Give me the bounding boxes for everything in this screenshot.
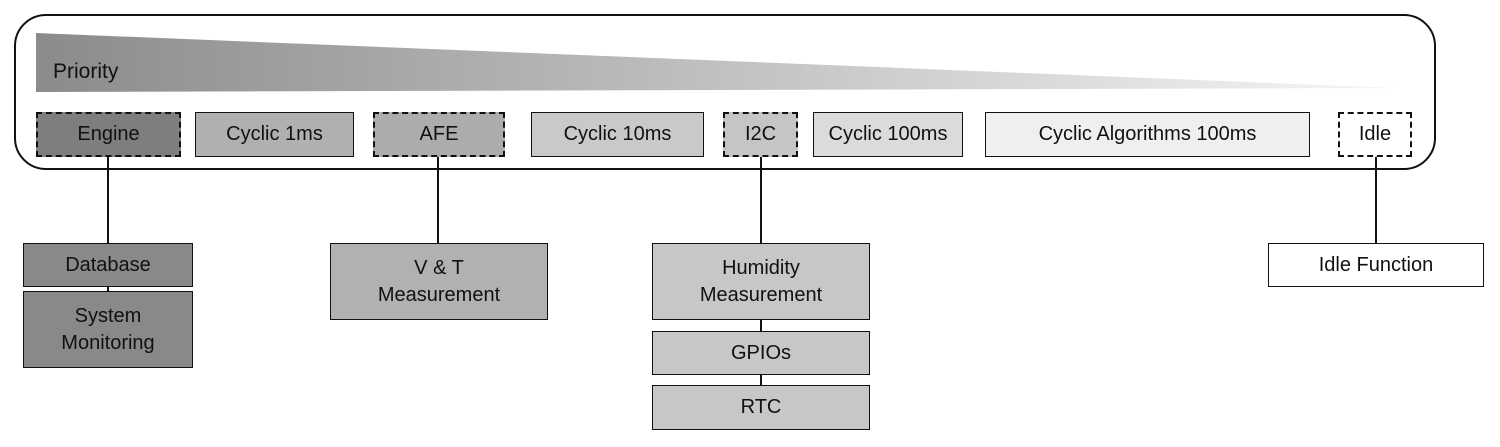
subtask-box-system-monitoring: System Monitoring (23, 291, 193, 368)
connector-i2c (760, 157, 762, 243)
connector-afe (437, 157, 439, 243)
subtask-box-vt-measurement: V & T Measurement (330, 243, 548, 320)
connector-humidity-gpios (760, 318, 762, 332)
connector-database-sysmon (107, 284, 109, 294)
task-box-i2c: I2C (723, 112, 798, 157)
connector-idle (1375, 157, 1377, 243)
task-box-cyclic-10ms: Cyclic 10ms (531, 112, 704, 157)
task-box-cyclic-100ms: Cyclic 100ms (813, 112, 963, 157)
priority-gradient-wedge (36, 33, 1395, 92)
subtask-box-idle-function: Idle Function (1268, 243, 1484, 287)
connector-gpios-rtc (760, 373, 762, 386)
connector-engine (107, 157, 109, 243)
task-box-idle: Idle (1338, 112, 1412, 157)
task-box-afe: AFE (373, 112, 505, 157)
task-box-cyclic-1ms: Cyclic 1ms (195, 112, 354, 157)
subtask-box-database: Database (23, 243, 193, 287)
priority-label: Priority (53, 60, 119, 83)
subtask-box-gpios: GPIOs (652, 331, 870, 375)
task-box-engine: Engine (36, 112, 181, 157)
task-box-cyclic-algorithms-100ms: Cyclic Algorithms 100ms (985, 112, 1310, 157)
subtask-box-rtc: RTC (652, 385, 870, 430)
subtask-box-humidity-measurement: Humidity Measurement (652, 243, 870, 320)
